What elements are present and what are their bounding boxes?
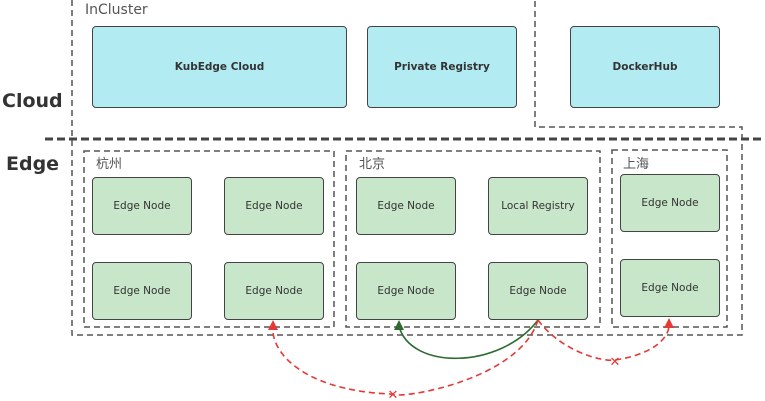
cloud-node-dockerhub[interactable]: DockerHub [570,26,720,108]
shanghai-node-2[interactable]: Edge Node [620,259,720,317]
beijing-local-registry[interactable]: Local Registry [488,177,588,235]
incluster-boundary [71,0,743,336]
blocked-x-hangzhou: ✕ [388,388,399,401]
region-hangzhou-boundary [83,150,335,328]
connection-blocked-hangzhou [272,319,539,396]
beijing-node-4[interactable]: Edge Node [488,262,588,320]
shanghai-node-1[interactable]: Edge Node [620,174,720,232]
hangzhou-node-4[interactable]: Edge Node [224,262,324,320]
region-label-beijing: 北京 [359,157,386,172]
region-label-hangzhou: 杭州 [96,157,123,172]
beijing-node-3[interactable]: Edge Node [356,262,456,320]
cloud-node-private-registry[interactable]: Private Registry [367,26,517,108]
arrowhead-red-hangzhou [268,320,278,330]
layer-label-edge: Edge [6,153,60,175]
hangzhou-node-3[interactable]: Edge Node [92,262,192,320]
cloud-node-kubedge[interactable]: KubEdge Cloud [92,26,347,108]
region-beijing-boundary [345,150,601,328]
region-label-shanghai: 上海 [623,157,650,172]
blocked-x-shanghai: ✕ [610,355,621,370]
connection-blocked-shanghai [537,319,670,361]
region-shanghai-boundary [611,149,728,328]
beijing-node-1[interactable]: Edge Node [356,177,456,235]
incluster-label: InCluster [85,2,148,18]
connection-allowed [398,319,539,360]
arrowhead-red-shanghai [664,318,674,328]
arrowhead-green [394,320,404,330]
layer-label-cloud: Cloud [2,90,63,112]
hangzhou-node-2[interactable]: Edge Node [224,177,324,235]
hangzhou-node-1[interactable]: Edge Node [92,177,192,235]
